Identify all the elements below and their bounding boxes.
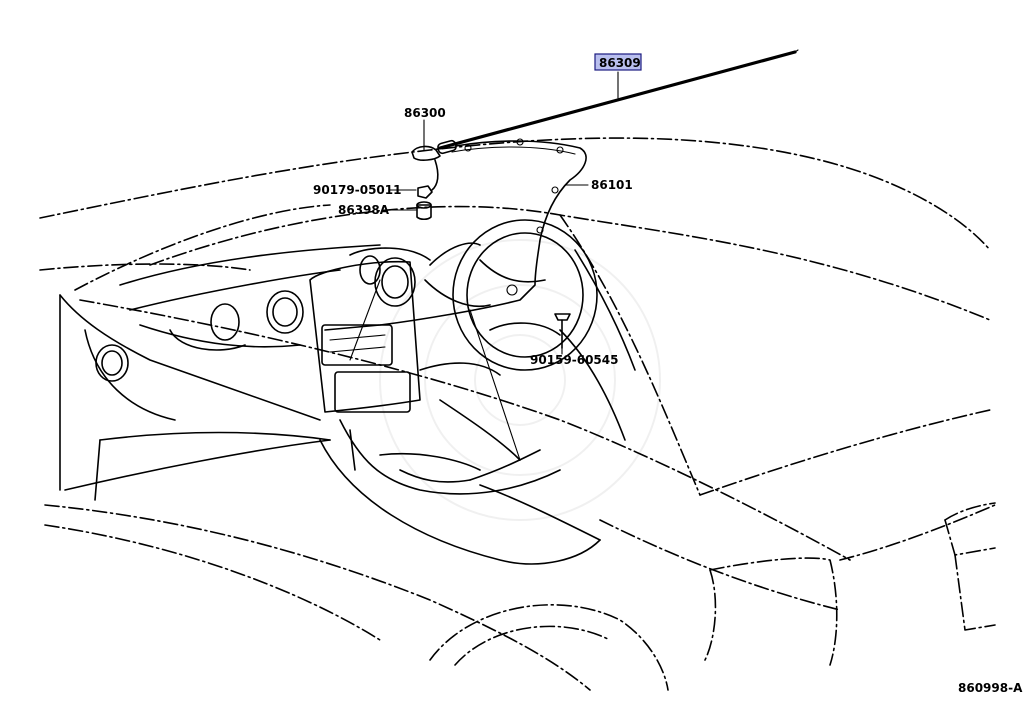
- diagram-id: 860998-A: [958, 681, 1023, 695]
- label-86300[interactable]: 86300: [404, 106, 446, 120]
- label-90159-60545[interactable]: 90159-60545: [530, 353, 618, 367]
- antenna-base-icon: [411, 145, 441, 161]
- antenna-rod-line: [438, 50, 797, 150]
- cap-icon: [416, 204, 432, 221]
- watermark-logo: [379, 239, 661, 521]
- interior-dashboard: [59, 219, 636, 565]
- nut-icon: [417, 185, 433, 199]
- label-90179-05011[interactable]: 90179-05011: [313, 183, 401, 197]
- label-86309[interactable]: 86309: [599, 56, 641, 70]
- highlight-box-86309: [594, 53, 642, 71]
- car-body-outline: [39, 137, 996, 691]
- leader-lines: [349, 71, 619, 461]
- screw-icon: [554, 313, 571, 321]
- callouts: 86309 86300 90179-05011 86398A 86101 901…: [313, 53, 1023, 695]
- label-86398A[interactable]: 86398A: [338, 203, 390, 217]
- label-86101[interactable]: 86101: [591, 178, 633, 192]
- antenna-assembly: [324, 49, 799, 349]
